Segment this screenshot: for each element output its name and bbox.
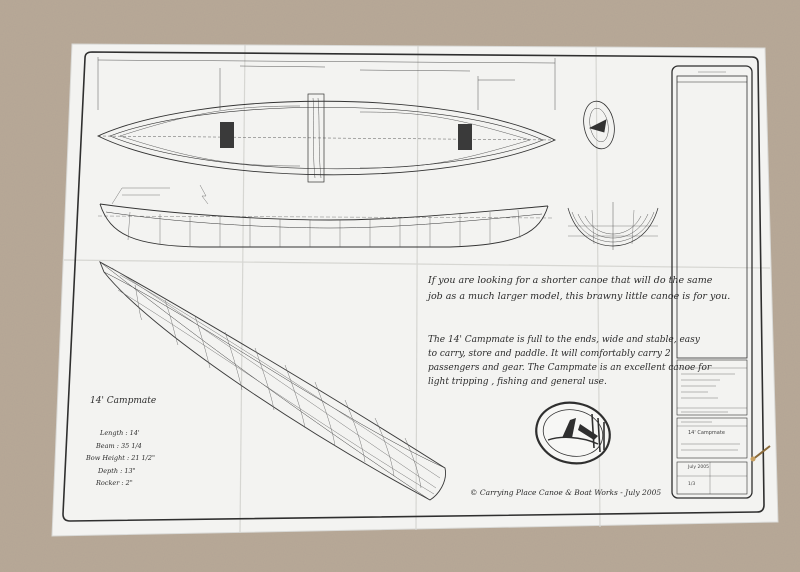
intro-line: job as a much larger model, this brawny … [428,291,731,302]
spec-rocker: Rocker : 2" [96,479,133,487]
small-emblem [583,100,615,150]
drawing-border [62,51,765,522]
description-line: to carry, store and paddle. It will comf… [428,349,671,359]
spec-length: Length : 14' [100,429,140,437]
title-block-drawing-title: 14' Campmate [688,430,725,436]
dimension-lines [97,57,556,110]
profile-stations [127,209,521,247]
title-block-sheet: 1/3 [688,482,696,487]
description-line: passengers and gear. The Campmate is an … [428,363,712,373]
title-block-frame [671,65,753,499]
spec-bow-height: Bow Height : 21 1/2" [86,454,155,462]
perspective-ribs [111,267,441,495]
profile-callouts [111,184,209,205]
company-seal [535,401,611,465]
profile-view [97,203,553,248]
plan-view [96,93,557,183]
description-line: light tripping , fishing and general use… [428,377,607,387]
pushpin [750,445,771,462]
seat-hatching [220,122,472,150]
copyright-footer: © Carrying Place Canoe & Boat Works - Ju… [470,488,662,497]
spec-depth: Depth : 13" [98,467,136,475]
perspective-view [99,261,446,501]
title-block-fine-print [681,71,740,451]
model-title: 14' Campmate [90,396,157,406]
spec-beam: Beam : 35 1/4 [96,442,142,450]
intro-line: If you are looking for a shorter canoe t… [428,275,713,286]
title-block-date: July 2005 [688,465,709,470]
paper [51,43,779,537]
description-line: The 14' Campmate is full to the ends, wi… [428,335,700,345]
